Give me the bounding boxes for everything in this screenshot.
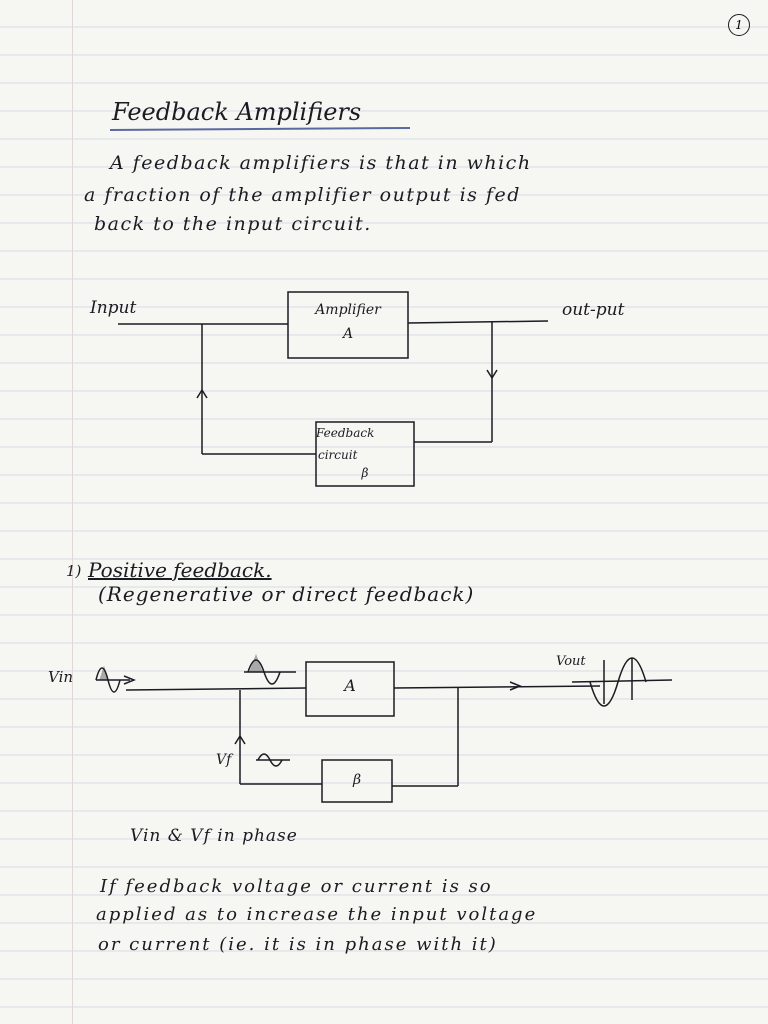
vin-label: Vin: [48, 668, 74, 686]
vf-label: Vf: [216, 752, 232, 768]
phase-note: Vin & Vf in phase: [130, 826, 298, 846]
beta-label: β: [352, 772, 362, 788]
margin-line: [72, 0, 73, 1024]
feedback-beta-label: β: [361, 466, 369, 480]
feedback-circuit-label-1: Feedback: [316, 426, 375, 440]
vout-label: Vout: [556, 654, 586, 669]
conclusion-line-3: or current (ie. it is in phase with it): [98, 934, 498, 955]
section-title: Positive feedback.: [88, 558, 272, 582]
amplifier-gain-label: A: [342, 326, 354, 342]
conclusion-line-2: applied as to increase the input voltage: [96, 904, 538, 925]
amplifier-label: Amplifier: [315, 302, 381, 318]
page-number: 1: [728, 14, 750, 36]
section-number: 1): [66, 562, 82, 580]
section-subtitle: (Regenerative or direct feedback): [98, 582, 475, 606]
feedback-circuit-label-2: circuit: [318, 448, 358, 462]
intro-line-3: back to the input circuit.: [94, 213, 372, 235]
intro-line-1: A feedback amplifiers is that in which: [110, 152, 532, 174]
input-label: Input: [90, 298, 137, 318]
conclusion-line-1: If feedback voltage or current is so: [100, 876, 493, 897]
amp-a-label: A: [344, 676, 356, 695]
page-title: Feedback Amplifiers: [112, 98, 362, 126]
intro-line-2: a fraction of the amplifier output is fe…: [84, 184, 521, 206]
output-label: out-put: [562, 300, 625, 320]
